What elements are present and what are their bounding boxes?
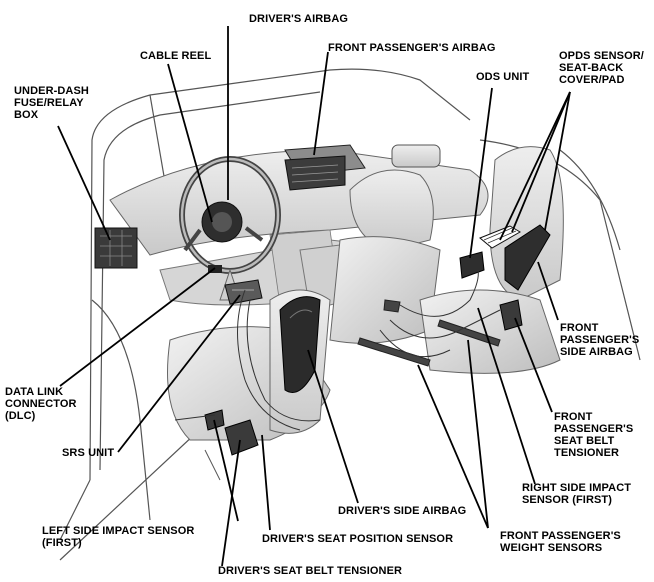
driver-belt-tensioner <box>224 419 259 456</box>
label-drivers-airbag: DRIVER'S AIRBAG <box>249 13 349 25</box>
leader-lines <box>57 26 571 567</box>
label-srs-unit: SRS UNIT <box>62 447 115 459</box>
label-drivers-seat-position-sensor: DRIVER'S SEAT POSITION SENSOR <box>262 533 454 545</box>
label-drivers-side-airbag: DRIVER'S SIDE AIRBAG <box>338 505 467 517</box>
srs-unit-module <box>224 279 263 305</box>
label-data-link-connector: DATA LINK CONNECTOR (DLC) <box>5 386 77 422</box>
label-cable-reel: CABLE REEL <box>140 50 212 62</box>
passenger-airbag-module <box>284 144 366 191</box>
label-ods-unit: ODS UNIT <box>476 71 530 83</box>
label-right-side-impact-sensor: RIGHT SIDE IMPACT SENSOR (FIRST) <box>522 482 632 506</box>
drivers-seat <box>167 169 441 441</box>
label-opds-sensor: OPDS SENSOR/ SEAT-BACK COVER/PAD <box>559 50 644 86</box>
weight-sensors <box>357 299 501 367</box>
label-drivers-seat-belt-tensioner: DRIVER'S SEAT BELT TENSIONER <box>218 565 403 577</box>
label-front-passengers-side-airbag: FRONT PASSENGER'S SIDE AIRBAG <box>560 322 640 358</box>
label-front-passengers-seat-belt-tensioner: FRONT PASSENGER'S SEAT BELT TENSIONER <box>554 411 634 459</box>
label-front-passengers-airbag: FRONT PASSENGER'S AIRBAG <box>328 42 496 54</box>
fuse-relay-box <box>94 227 138 269</box>
label-front-passengers-weight-sensors: FRONT PASSENGER'S WEIGHT SENSORS <box>500 530 621 554</box>
wiring-harness <box>237 269 501 431</box>
car-body <box>59 68 641 561</box>
label-left-side-impact-sensor: LEFT SIDE IMPACT SENSOR (FIRST) <box>42 525 195 549</box>
label-under-dash-fuse-relay-box: UNDER-DASH FUSE/RELAY BOX <box>14 85 89 121</box>
